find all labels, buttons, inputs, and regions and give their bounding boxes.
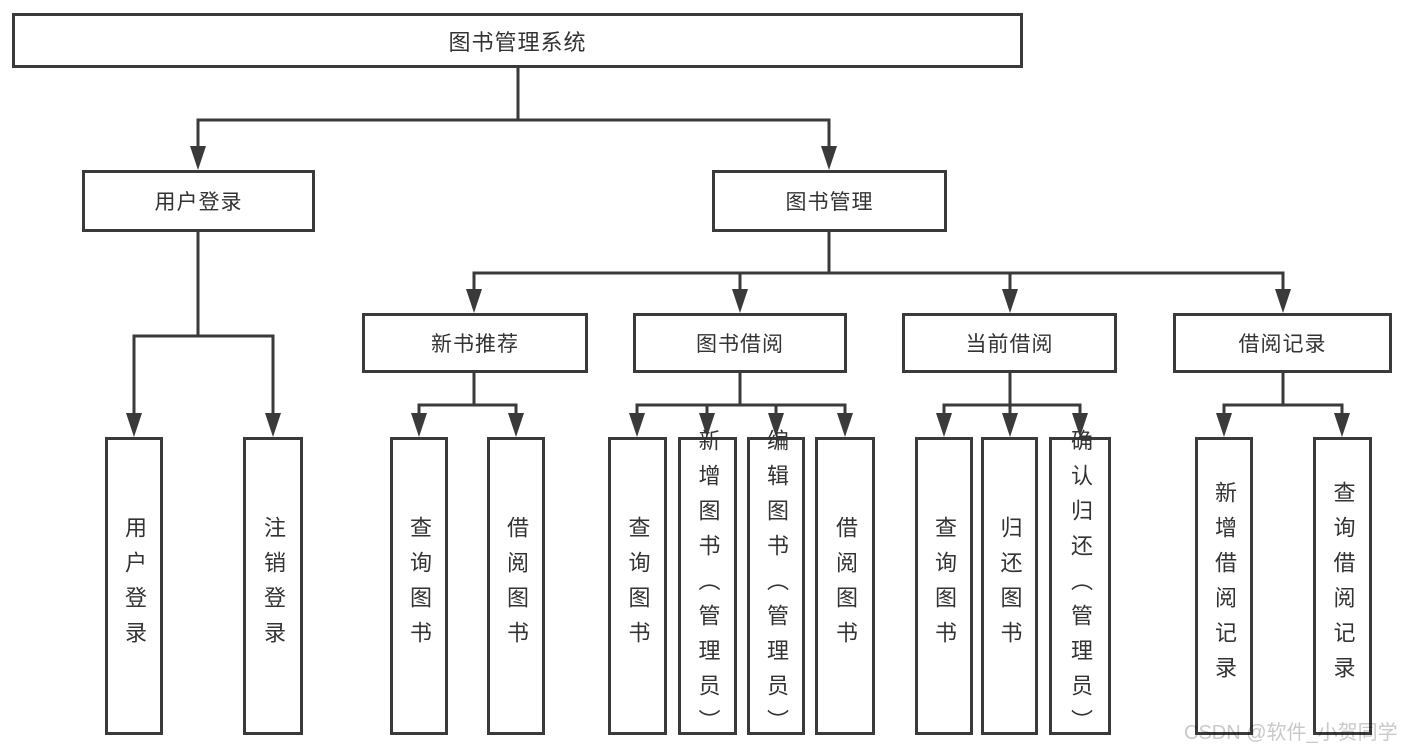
leaf-return-books-label: 归还图书 (997, 516, 1023, 656)
leaf-borrow-books-1-label: 借阅图书 (504, 516, 529, 656)
leaf-add-borrow-record-label: 新增借阅记录 (1212, 481, 1237, 691)
leaf-query-books-3-label: 查询图书 (932, 516, 957, 656)
leaf-user-login-label: 用户登录 (122, 516, 147, 656)
leaf-borrow-books-2: 借阅图书 (815, 437, 875, 735)
leaf-edit-book-admin-label: 编辑图书（管理员） (764, 428, 789, 744)
leaf-add-book-admin: 新增图书（管理员） (678, 429, 737, 744)
leaf-query-books-3: 查询图书 (915, 437, 973, 735)
node-book-management: 图书管理 (712, 170, 947, 232)
leaf-query-books-1-label: 查询图书 (407, 516, 432, 656)
leaf-borrow-books-2-label: 借阅图书 (833, 516, 858, 656)
leaf-edit-book-admin: 编辑图书（管理员） (747, 429, 805, 744)
node-current-borrowing: 当前借阅 (902, 313, 1117, 373)
leaf-user-login: 用户登录 (105, 437, 163, 735)
leaf-query-borrow-record: 查询借阅记录 (1313, 437, 1372, 735)
leaf-return-books: 归还图书 (981, 437, 1038, 735)
node-book-borrowing: 图书借阅 (633, 313, 847, 373)
leaf-query-books-2: 查询图书 (608, 437, 667, 735)
leaf-query-books-1: 查询图书 (390, 437, 448, 735)
node-library-management-system: 图书管理系统 (12, 13, 1023, 68)
leaf-query-borrow-record-label: 查询借阅记录 (1330, 481, 1356, 691)
leaf-confirm-return-admin: 确认归还（管理员） (1049, 429, 1111, 744)
leaf-logout: 注销登录 (243, 437, 303, 735)
node-borrow-records: 借阅记录 (1173, 313, 1392, 373)
arrowheads (126, 146, 1350, 437)
leaf-confirm-return-admin-label: 确认归还（管理员） (1068, 428, 1093, 744)
leaf-query-books-2-label: 查询图书 (625, 516, 651, 656)
leaf-add-book-admin-label: 新增图书（管理员） (695, 428, 721, 744)
leaf-logout-label: 注销登录 (261, 516, 286, 656)
node-new-book-recommend: 新书推荐 (362, 313, 588, 373)
node-user-login: 用户登录 (82, 170, 315, 232)
watermark-text: CSDN @软件_小贺同学 (1184, 722, 1398, 744)
leaf-add-borrow-record: 新增借阅记录 (1195, 437, 1253, 735)
leaf-borrow-books-1: 借阅图书 (487, 437, 545, 735)
